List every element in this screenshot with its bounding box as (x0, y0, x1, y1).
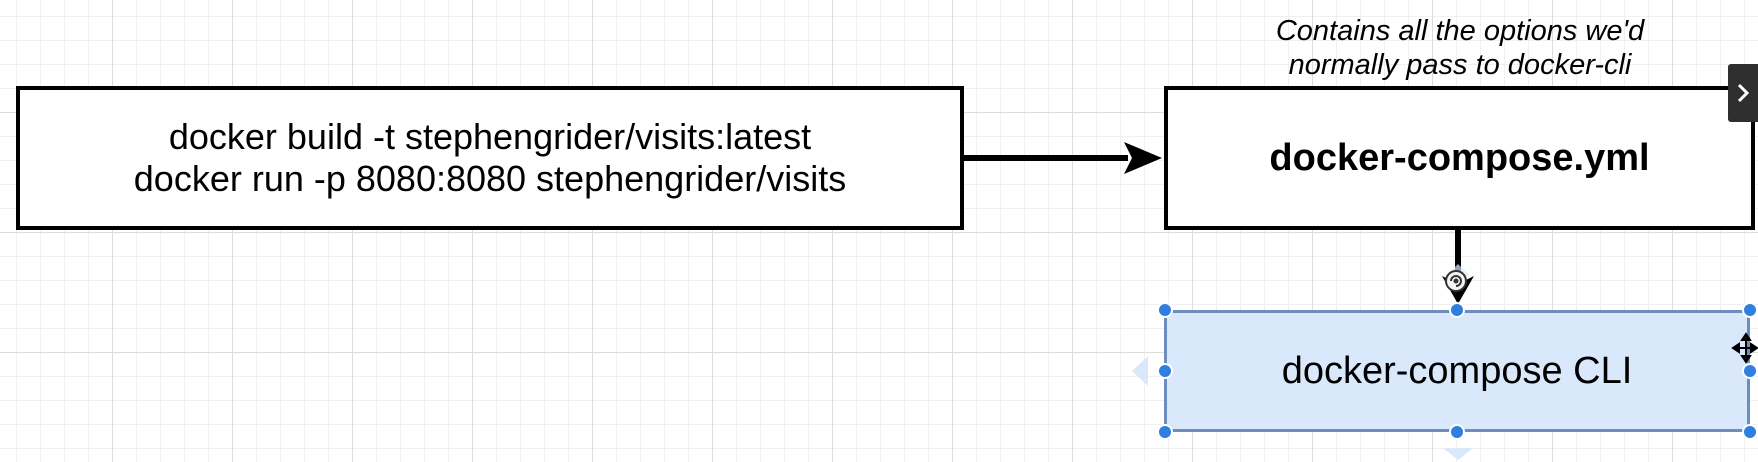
note-line-2: normally pass to docker-cli (1288, 49, 1632, 81)
resize-handle-left[interactable] (1157, 363, 1173, 379)
resize-handle-top[interactable] (1449, 302, 1465, 318)
docker-compose-yml-box[interactable]: docker-compose.yml (1164, 86, 1755, 230)
resize-handle-bottom-right[interactable] (1742, 424, 1758, 440)
docker-run-command: docker run -p 8080:8080 stephengrider/vi… (133, 158, 847, 199)
hover-arrow-left[interactable] (1132, 356, 1148, 386)
resize-handle-right[interactable] (1742, 363, 1758, 379)
move-cursor-icon (1731, 332, 1758, 364)
resize-handle-top-left[interactable] (1157, 302, 1173, 318)
rotate-icon[interactable] (1445, 270, 1467, 292)
note-line-1: Contains all the options we'd (1275, 15, 1645, 47)
hover-arrow-down[interactable] (1443, 448, 1473, 460)
docker-commands-box[interactable]: docker build -t stephengrider/visits:lat… (16, 86, 964, 230)
docker-compose-cli-box[interactable]: docker-compose CLI (1164, 310, 1750, 432)
docker-build-command: docker build -t stephengrider/visits:lat… (168, 116, 812, 157)
resize-handle-bottom[interactable] (1449, 424, 1465, 440)
chevron-right-icon (1737, 83, 1750, 103)
docker-compose-yml-label: docker-compose.yml (1269, 136, 1650, 179)
resize-handle-bottom-left[interactable] (1157, 424, 1173, 440)
panel-toggle-button[interactable] (1728, 64, 1758, 122)
resize-handle-top-right[interactable] (1742, 302, 1758, 318)
docker-compose-cli-label: docker-compose CLI (1281, 349, 1633, 392)
options-note[interactable]: Contains all the options we'd normally p… (1180, 14, 1740, 82)
